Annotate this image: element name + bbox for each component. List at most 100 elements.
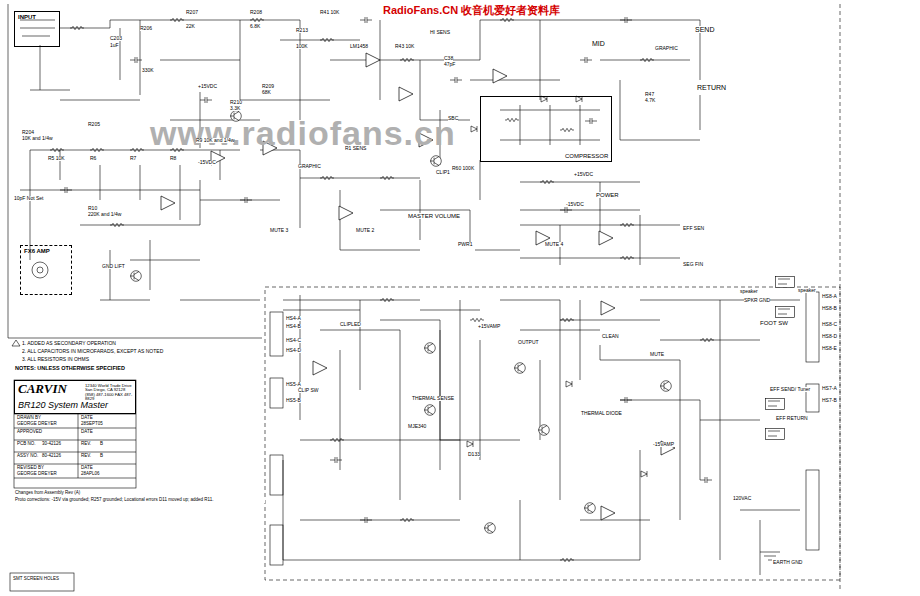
- schematic-label: 100K: [296, 44, 308, 49]
- schematic-label: HS4-B: [286, 324, 301, 329]
- schematic-label: EFF RETURN: [776, 416, 808, 421]
- schematic-label: R206: [140, 26, 152, 31]
- node-text: 12340 World Trade Drive San Diego, CA 92…: [85, 384, 133, 402]
- schematic-label: APPROVED: [17, 430, 42, 435]
- schematic-label: 28APL06: [81, 472, 100, 477]
- schematic-label: C203: [110, 36, 122, 41]
- title-block-heading: CARVINBR120 System Master12340 World Tra…: [14, 380, 136, 414]
- schematic-label: HI SENS: [430, 30, 450, 35]
- schematic-label: GRAPHIC: [655, 46, 678, 51]
- screen-hole-box: [10, 573, 74, 591]
- fx-amp-box: FX6 AMP: [20, 245, 72, 295]
- input-jack-box: INPUT: [14, 11, 60, 47]
- schematic-label: HS4-D: [286, 348, 301, 353]
- schematic-label: CLIP SW: [298, 388, 318, 393]
- schematic-label: 2. ALL CAPACITORS IN MICROFARADS, EXCEPT…: [22, 349, 163, 354]
- schematic-label: EFF SEN: [683, 226, 704, 231]
- schematic-label: HS5-B: [286, 398, 301, 403]
- schematic-label: 3. ALL RESISTORS IN OHMS: [22, 357, 89, 362]
- schematic-label: REVISED BY: [17, 466, 44, 471]
- node-text: BR120 System Master: [18, 401, 108, 410]
- schematic-label: 6.8K: [250, 24, 260, 29]
- schematic-label: MUTE 3: [270, 228, 288, 233]
- schematic-label: HS8-E: [822, 346, 837, 351]
- schematic-label: REV.: [81, 442, 91, 447]
- schematic-label: SEG FIN: [683, 262, 703, 267]
- schematic-label: 80-42126: [42, 454, 61, 459]
- schematic-label: HS8-C: [822, 322, 837, 327]
- schematic-label: CLIP1: [436, 170, 450, 175]
- schematic-label: R209: [262, 84, 274, 89]
- schematic-label: R7: [130, 156, 136, 161]
- schematic-label: R207: [186, 10, 198, 15]
- schematic-label: GRAPHIC: [298, 164, 321, 169]
- schematic-label: REV.: [81, 454, 91, 459]
- schematic-label: R10: [88, 206, 97, 211]
- watermark: RadioFans.CN 收音机爱好者资料库: [383, 5, 560, 17]
- frame: [8, 4, 840, 592]
- schematic-label: B: [100, 442, 103, 447]
- schematic-label: FOOT SW: [760, 320, 788, 326]
- schematic-label: B: [100, 454, 103, 459]
- schematic-label: SMT SCREEN HOLES: [13, 577, 59, 582]
- schematic-label: DATE: [81, 430, 93, 435]
- schematic-label: 4.7K: [645, 98, 655, 103]
- schematic-label: PWR1: [458, 242, 472, 247]
- schematic-label: R213: [296, 28, 308, 33]
- schematic-label: R1 SENS: [345, 146, 366, 151]
- node-text: INPUT: [18, 14, 36, 20]
- schematic-label: CLEAN: [602, 334, 619, 339]
- schematic-label: 68K: [262, 90, 271, 95]
- schematic-label: LM1458: [350, 44, 368, 49]
- schematic-label: R204: [22, 130, 34, 135]
- title-block: [14, 380, 136, 488]
- schematic-label: 120VAC: [733, 496, 751, 501]
- schematic-label: R205: [88, 122, 100, 127]
- schematic-label: R41 10K: [320, 10, 339, 15]
- schematic-label: +15VDC: [574, 172, 593, 177]
- schematic-label: SBC: [448, 116, 458, 121]
- schematic-label: R9 10K and 1/4w: [196, 138, 234, 143]
- schematic-label: R8: [170, 156, 176, 161]
- schematic-label: SEND: [695, 26, 714, 33]
- schematic-label: GEORGE DREYER: [17, 472, 57, 477]
- schematic-label: CLIPLED: [340, 322, 361, 327]
- schematic-label: EFF SEND/ Tuner: [770, 387, 810, 392]
- schematic-label: SPKR GND: [744, 298, 770, 303]
- schematic-label: MUTE: [650, 352, 664, 357]
- schematic-label: MUTE 2: [356, 228, 374, 233]
- schematic-label: Proto corrections: -15V via grounded; R2…: [15, 498, 265, 503]
- schematic-label: HS8-A: [822, 294, 837, 299]
- schematic-label: MUTE 4: [545, 242, 563, 247]
- schematic-label: THERMAL SENSE: [412, 396, 454, 401]
- node-text: FX6 AMP: [24, 248, 50, 254]
- schematic-label: POWER: [596, 192, 619, 198]
- schematic-label: -15VDC: [198, 160, 216, 165]
- schematic-label: DRAWN BY: [17, 416, 41, 421]
- schematic-label: MJE340: [408, 424, 426, 429]
- schematic-label: +15VDC: [198, 84, 217, 89]
- power-amp-wiring: [270, 277, 819, 576]
- schematic-label: R5 10K: [48, 156, 65, 161]
- schematic-label: PCB NO.: [17, 442, 36, 447]
- schematic-label: C38: [444, 56, 453, 61]
- schematic-label: HS5-A: [286, 382, 301, 387]
- schematic-label: 1. ADDED AS SECONDARY OPERATION: [22, 341, 116, 346]
- schematic-label: R210: [230, 100, 242, 105]
- schematic-label: R60 100K: [452, 166, 474, 171]
- schematic-label: 10pF Not Set: [14, 196, 43, 201]
- schematic-label: 28SEPT05: [81, 422, 103, 427]
- schematic-label: R6: [90, 156, 96, 161]
- watermark: www.radiofans.cn: [150, 116, 456, 152]
- title-block-rows: [14, 414, 136, 478]
- schematic-label: MASTER VOLUME: [408, 213, 460, 219]
- schematic-label: +15VAMP: [478, 324, 500, 329]
- schematic-label: R208: [250, 10, 262, 15]
- schematic-label: D133: [468, 452, 480, 457]
- preamp-wiring: [20, 17, 700, 300]
- compressor-block: COMPRESSOR: [480, 96, 612, 162]
- schematic-label: HS7-B: [822, 398, 837, 403]
- schematic-label: GND LIFT: [102, 264, 125, 269]
- schematic-label: HS4-A: [286, 316, 301, 321]
